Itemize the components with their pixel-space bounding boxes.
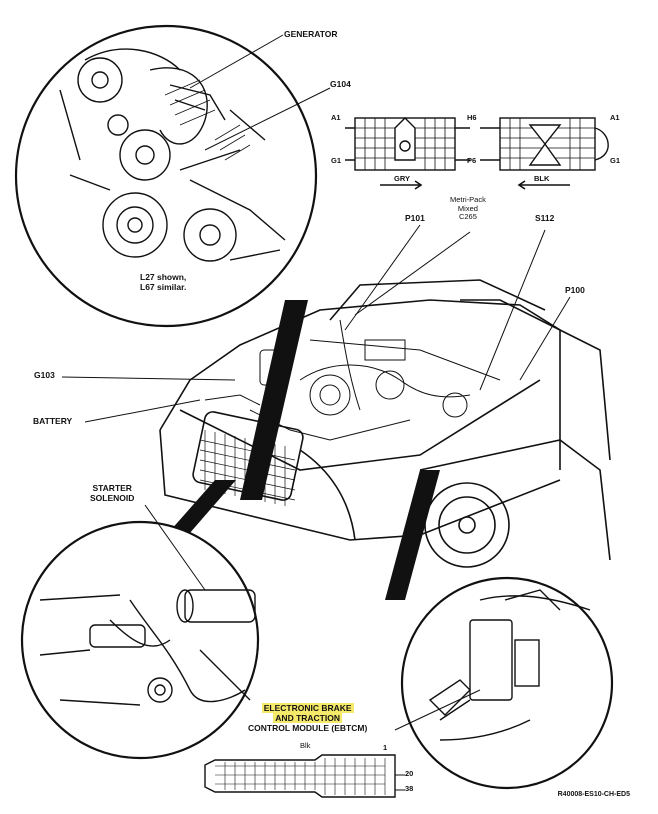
callout-leaders xyxy=(61,34,571,731)
c265-h6-pin: H6 xyxy=(467,113,477,122)
c265-right-top-pin: A1 xyxy=(610,113,620,122)
s112-label: S112 xyxy=(535,213,555,223)
starter-solenoid-label: STARTER SOLENOID xyxy=(90,483,135,504)
c265-p6-pin: P6 xyxy=(467,156,477,165)
c265-left-top-pin: A1 xyxy=(331,113,341,122)
ebtcm-title-line3: CONTROL MODULE (EBTCM) xyxy=(248,722,368,733)
c265-right-bottom-pin: G1 xyxy=(610,156,621,165)
ebtcm-inset xyxy=(400,576,614,790)
c265-left-bottom-pin: G1 xyxy=(331,156,342,165)
engine-note-label: L27 shown, L67 similar. xyxy=(140,272,187,293)
generator-label: GENERATOR xyxy=(284,29,338,39)
engine-note-line1: L27 shown, xyxy=(140,272,187,282)
g103-label: G103 xyxy=(34,370,55,380)
ebtcm-connector-color: Blk xyxy=(300,741,311,750)
c265-connector-views xyxy=(345,117,609,190)
ebtcm-title-line2: AND TRACTION xyxy=(273,712,342,723)
engine-bay-detail xyxy=(204,319,501,441)
ebtcm-pin-20: 20 xyxy=(405,769,414,778)
ebtcm-title-line1: ELECTRONIC BRAKE xyxy=(261,703,354,713)
metri-pack-line1: Metri-Pack xyxy=(450,195,486,204)
starter-line2: SOLENOID xyxy=(90,492,135,503)
ebtcm-pin-1: 1 xyxy=(383,743,388,752)
ebtcm-pin-38: 38 xyxy=(405,784,414,793)
metri-pack-line3: C265 xyxy=(458,212,477,222)
g104-label: G104 xyxy=(330,79,351,89)
metri-pack-label: Metri-Pack Mixed C265 xyxy=(450,195,486,222)
p101-label: P101 xyxy=(405,213,425,223)
c265-gry-label: GRY xyxy=(394,174,410,183)
battery-label: BATTERY xyxy=(33,416,73,426)
metri-pack-line2: Mixed xyxy=(457,203,478,213)
c265-blk-label: BLK xyxy=(534,174,550,183)
starter-line1: STARTER xyxy=(92,483,132,493)
starter-inset xyxy=(20,520,260,760)
vehicle-front-view xyxy=(159,279,611,568)
ebtcm-title: ELECTRONIC BRAKE AND TRACTION CONTROL MO… xyxy=(248,703,368,733)
grille-mesh xyxy=(199,430,296,506)
generator-inset xyxy=(14,24,318,328)
figure-code: R40008-ES10-CH-ED5 xyxy=(557,791,630,798)
p100-label: P100 xyxy=(565,285,585,295)
engine-note-line2: L67 similar. xyxy=(140,281,187,292)
ebtcm-connector-face xyxy=(204,754,405,798)
